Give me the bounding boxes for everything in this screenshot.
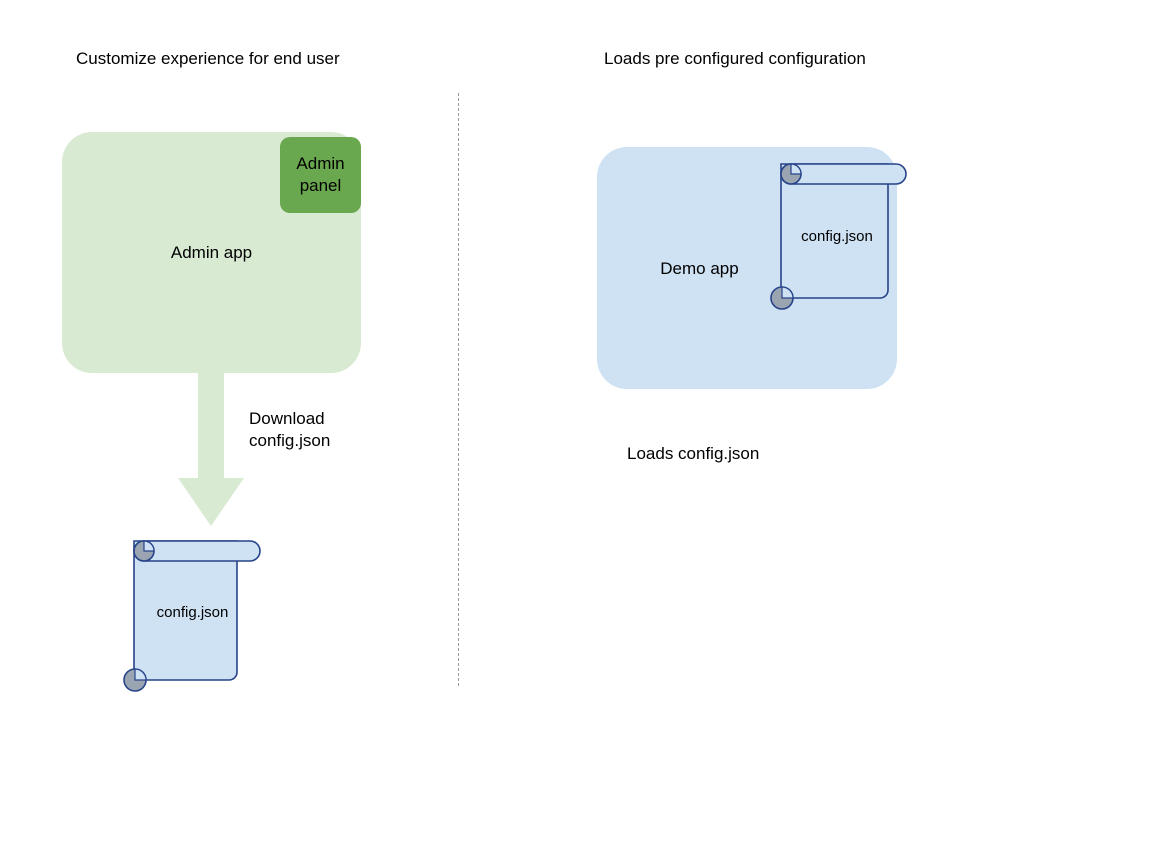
admin-panel-box[interactable] <box>280 137 361 213</box>
admin-panel-label: Admin panel <box>280 153 361 197</box>
loads-config-caption: Loads config.json <box>627 444 760 463</box>
admin-panel-label-line1: Admin <box>296 154 345 173</box>
admin-app-label: Admin app <box>170 243 253 262</box>
heading-left: Customize experience for end user <box>76 49 340 68</box>
column-divider <box>458 93 459 686</box>
admin-panel-label-line2: panel <box>299 176 342 195</box>
scroll-document-right-label: config.json <box>801 228 873 245</box>
scroll-document-icon-left[interactable] <box>118 528 266 693</box>
download-arrow-label-line1: Download <box>249 409 325 428</box>
demo-app-label: Demo app <box>660 259 739 278</box>
download-arrow-label: Download config.json <box>249 408 330 452</box>
scroll-document-icon-right[interactable] <box>768 152 913 310</box>
download-arrow-label-line2: config.json <box>249 431 331 450</box>
scroll-document-left-label: config.json <box>156 604 229 621</box>
arrow-down-icon <box>178 368 244 526</box>
heading-right: Loads pre configured configuration <box>604 49 866 68</box>
